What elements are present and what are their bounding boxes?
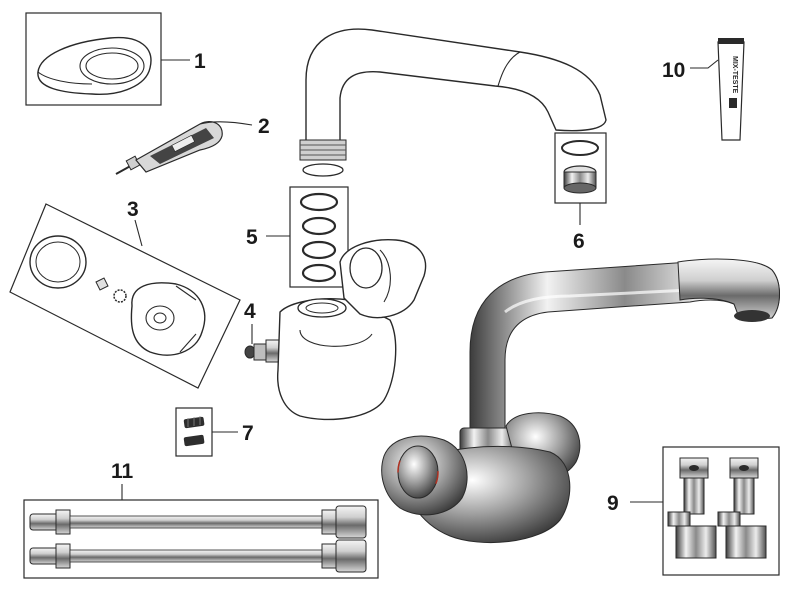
part-7-group: 7	[175, 407, 254, 457]
part-2-group: 2	[115, 115, 270, 175]
aerator-icon	[561, 140, 599, 194]
callout-9: 9	[607, 492, 619, 515]
grease-tube-icon: MIX-TESTE	[717, 38, 745, 141]
assembled-tap-image	[381, 258, 780, 544]
part-7-box	[175, 407, 213, 457]
handle-outline	[339, 239, 427, 319]
part-6-group: 6	[554, 132, 607, 253]
callout-2: 2	[258, 115, 270, 138]
part-5-box	[289, 186, 349, 288]
handle-cap-icon	[37, 36, 152, 95]
spout-outline	[299, 28, 607, 177]
isolating-valve-icon	[667, 457, 767, 559]
part-11-box	[23, 499, 379, 579]
spout-thread	[299, 139, 347, 161]
part-3-group: 3	[9, 198, 241, 389]
part-9-group: 9	[607, 446, 780, 576]
mixer-body-outline	[277, 239, 427, 421]
flexible-hose-icon	[29, 505, 367, 573]
o-ring-set-icon	[299, 192, 339, 283]
grub-screw-icon	[183, 416, 205, 447]
callout-6: 6	[573, 230, 585, 253]
callout-5: 5	[246, 226, 258, 249]
part-10-group: MIX-TESTE 10	[662, 38, 745, 141]
part-1-group: 1	[25, 12, 206, 106]
part-5-group: 5	[246, 186, 349, 288]
spanner-tool-icon	[115, 121, 223, 175]
callout-7: 7	[242, 422, 254, 445]
callout-4: 4	[244, 300, 256, 323]
callout-11: 11	[111, 460, 134, 483]
callout-1: 1	[194, 50, 206, 73]
handle-assembly-icon	[29, 235, 206, 356]
tube-label: MIX-TESTE	[731, 56, 738, 94]
callout-10: 10	[662, 59, 685, 82]
part-11-group: 11	[23, 460, 379, 579]
callout-3: 3	[127, 198, 139, 221]
